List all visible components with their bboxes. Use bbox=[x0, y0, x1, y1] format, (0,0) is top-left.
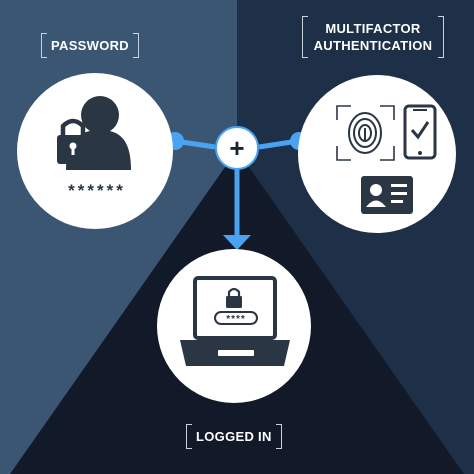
plus-node bbox=[215, 126, 259, 170]
arrow-head bbox=[223, 235, 251, 250]
laptop-pin-mask: **** bbox=[226, 314, 246, 325]
mfa-label: MULTIFACTOR AUTHENTICATION bbox=[302, 16, 444, 58]
padlock-icon bbox=[57, 118, 89, 164]
laptop-pin-field bbox=[214, 311, 258, 325]
id-card-icon bbox=[361, 176, 413, 214]
left-bracket bbox=[41, 33, 47, 58]
mfa-label-line2: AUTHENTICATION bbox=[313, 38, 433, 53]
mfa-label-line1: MULTIFACTOR bbox=[325, 21, 421, 36]
laptop-icon bbox=[180, 276, 290, 366]
logged-in-label-text: LOGGED IN bbox=[196, 429, 272, 444]
laptop-padlock-icon bbox=[226, 287, 242, 308]
password-mask-text: ****** bbox=[68, 181, 126, 200]
phone-check-icon bbox=[403, 104, 437, 160]
password-label-text: PASSWORD bbox=[51, 38, 129, 53]
right-bracket bbox=[275, 424, 282, 449]
plus-symbol: + bbox=[229, 133, 244, 163]
logged-in-circle bbox=[157, 249, 311, 403]
left-bracket bbox=[186, 424, 192, 449]
password-label: PASSWORD bbox=[41, 33, 139, 58]
right-bracket bbox=[133, 33, 139, 58]
left-bracket bbox=[302, 16, 308, 58]
fingerprint-icon bbox=[336, 105, 395, 161]
logged-in-label: LOGGED IN bbox=[186, 424, 282, 449]
right-bracket bbox=[438, 16, 444, 58]
